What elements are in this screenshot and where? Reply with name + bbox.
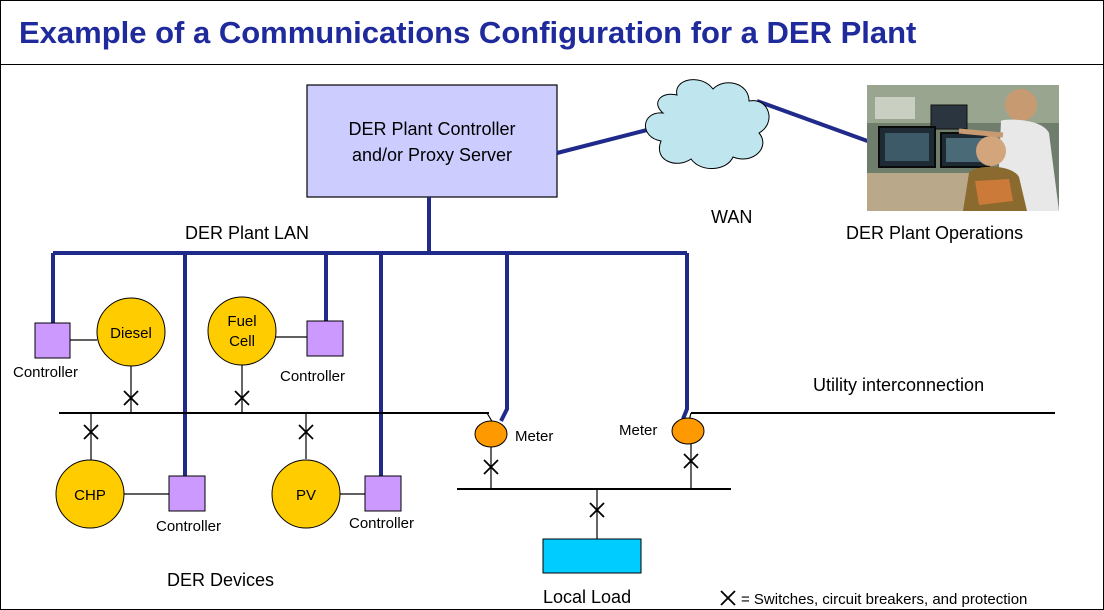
switch-chp-icon [83, 424, 99, 440]
pv-controller-label: Controller [349, 515, 414, 532]
switch-diesel-icon [123, 390, 139, 406]
page-title: Example of a Communications Configuratio… [19, 15, 917, 50]
diesel-label: Diesel [110, 325, 152, 342]
plant-operations-photo [867, 85, 1059, 211]
meter-left [474, 420, 508, 448]
plant-operations-label: DER Plant Operations [846, 223, 1023, 243]
diesel-controller-label: Controller [13, 364, 78, 381]
wan-label: WAN [711, 207, 752, 227]
plant-lan-label: DER Plant LAN [185, 223, 309, 243]
switch-fuel-cell-icon [234, 390, 250, 406]
legend-label: = Switches, circuit breakers, and protec… [741, 591, 1027, 608]
legend-switch-icon [720, 590, 736, 606]
lan-drop-meter-right [681, 253, 689, 420]
fuel-cell-controller [306, 320, 344, 357]
pv-label: PV [296, 487, 316, 504]
utility-interconnection-label: Utility interconnection [813, 375, 984, 395]
local-load-label: Local Load [543, 587, 631, 607]
meter-right-label: Meter [619, 422, 657, 439]
fuel-cell-label-1: Fuel [227, 313, 256, 330]
fuel-cell-label-2: Cell [229, 333, 255, 350]
wan-link-right [756, 99, 874, 145]
chp-label: CHP [74, 487, 106, 504]
switch-pv-icon [298, 424, 314, 440]
fuel-cell-controller-label: Controller [280, 368, 345, 385]
plant-controller-box [306, 84, 558, 198]
switch-load-icon [589, 502, 605, 518]
chp-controller-label: Controller [156, 518, 221, 535]
pv-controller [364, 475, 402, 512]
switch-meter-left-icon [483, 459, 499, 475]
meter-right [671, 417, 705, 445]
title-bar: Example of a Communications Configuratio… [1, 1, 1103, 65]
wan-link-left [556, 127, 652, 155]
switch-meter-right-icon [683, 453, 699, 469]
der-devices-label: DER Devices [167, 570, 274, 590]
plant-controller-label-1: DER Plant Controller [348, 119, 515, 139]
lan-drop-meter-left [499, 253, 509, 422]
wan-cloud [645, 79, 770, 169]
local-load-box [542, 538, 642, 574]
diesel-controller [34, 322, 71, 359]
plant-controller-label-2: and/or Proxy Server [352, 145, 512, 165]
meter-left-label: Meter [515, 428, 553, 445]
fuel-cell-device [207, 296, 277, 366]
chp-controller [168, 475, 206, 512]
